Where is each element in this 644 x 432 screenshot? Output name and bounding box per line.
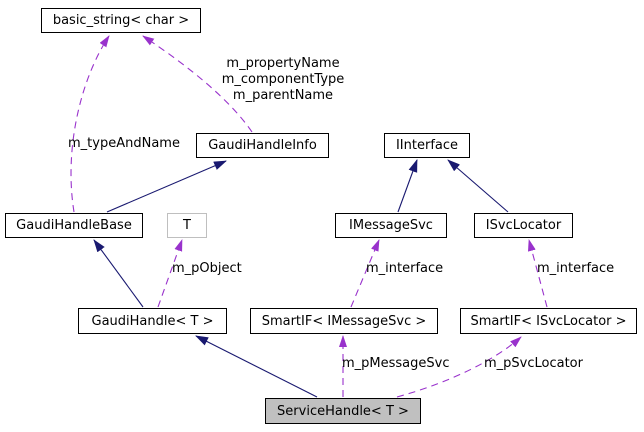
- node-smartif-isvclocator[interactable]: SmartIF< ISvcLocator >: [460, 308, 637, 334]
- node-gaudihandle-t[interactable]: GaudiHandle< T >: [78, 308, 227, 334]
- node-basic-string-char[interactable]: basic_string< char >: [41, 8, 201, 33]
- edge-servicehandle-inherits-gaudihandle: [195, 335, 318, 398]
- edge-isvclocator-inherits-iinterface: [447, 159, 509, 213]
- edge-label-pmessagesvc: m_pMessageSvc: [342, 356, 450, 371]
- edge-servicehandle-uses-smartifisvclocator: [396, 336, 522, 398]
- edge-gaudihandlebase-uses-basicstring: [70, 35, 110, 213]
- node-template-param-t: T: [167, 213, 207, 238]
- edge-label-property-component-parent-name: m_propertyName m_componentType m_parentN…: [221, 56, 345, 103]
- edge-gaudihandleinfo-uses-basicstring: [142, 35, 253, 133]
- edge-gaudihandle-inherits-gaudihandlebase: [93, 239, 144, 308]
- node-smartif-imessagesvc[interactable]: SmartIF< IMessageSvc >: [250, 308, 438, 334]
- edge-smartifimessagesvc-uses-imessagesvc: [350, 239, 380, 308]
- edge-label-interface-isvclocator: m_interface: [537, 261, 615, 276]
- node-gaudihandlebase[interactable]: GaudiHandleBase: [5, 213, 143, 238]
- node-iinterface[interactable]: IInterface: [384, 133, 470, 158]
- node-servicehandle-t-current: ServiceHandle< T >: [265, 398, 421, 424]
- node-gaudihandleinfo[interactable]: GaudiHandleInfo: [196, 133, 329, 158]
- edge-label-pobject: m_pObject: [172, 261, 242, 276]
- edge-label-typeandname: m_typeAndName: [68, 136, 180, 151]
- edge-gaudihandlebase-inherits-gaudihandleinfo: [106, 160, 227, 213]
- node-isvclocator[interactable]: ISvcLocator: [474, 213, 573, 238]
- node-imessagesvc[interactable]: IMessageSvc: [335, 213, 447, 238]
- edge-label-psvclocator: m_pSvcLocator: [484, 356, 583, 371]
- edge-imessagesvc-inherits-iinterface: [397, 159, 418, 213]
- edge-label-interface-imessagesvc: m_interface: [366, 261, 444, 276]
